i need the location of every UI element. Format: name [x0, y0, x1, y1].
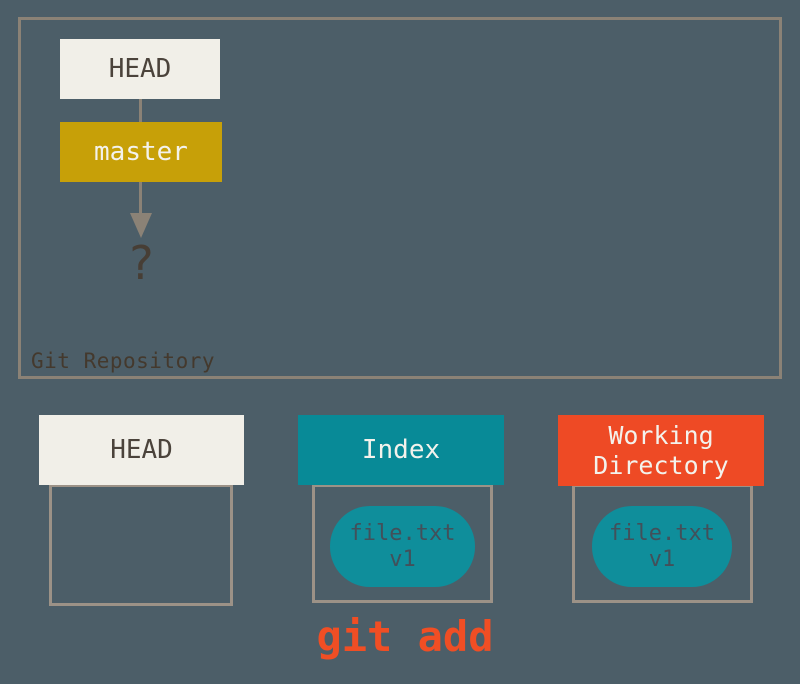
git-repository-label: Git Repository — [31, 349, 216, 373]
working-directory-file-version: v1 — [648, 546, 676, 572]
index-file-name: file.txt — [349, 520, 456, 546]
arrow-head-icon — [130, 213, 152, 238]
index-column-header: Index — [298, 415, 504, 485]
unknown-commit-placeholder: ? — [127, 236, 155, 290]
index-file-version: v1 — [389, 546, 416, 572]
working-directory-column-title: Working Directory — [593, 420, 729, 480]
master-branch-label: master — [94, 137, 188, 167]
working-directory-file-capsule: file.txt v1 — [592, 506, 732, 587]
head-column-header: HEAD — [39, 415, 244, 485]
head-to-master-connector-line — [139, 99, 142, 122]
index-column-title: Index — [361, 435, 441, 465]
head-column-contents-box — [49, 484, 233, 606]
index-column-contents-box — [312, 484, 493, 603]
arrow-down-icon — [139, 182, 142, 213]
head-column-title: HEAD — [110, 435, 173, 465]
index-file-capsule: file.txt v1 — [330, 506, 475, 587]
working-directory-column-header: Working Directory — [558, 415, 764, 486]
git-repository-box: Git Repository — [18, 17, 782, 379]
working-directory-file-name: file.txt — [609, 520, 715, 546]
head-ref-label: HEAD — [108, 54, 172, 84]
head-ref-box: HEAD — [60, 39, 220, 99]
master-branch-box: master — [60, 122, 222, 182]
git-add-command-label: git add — [316, 612, 494, 661]
